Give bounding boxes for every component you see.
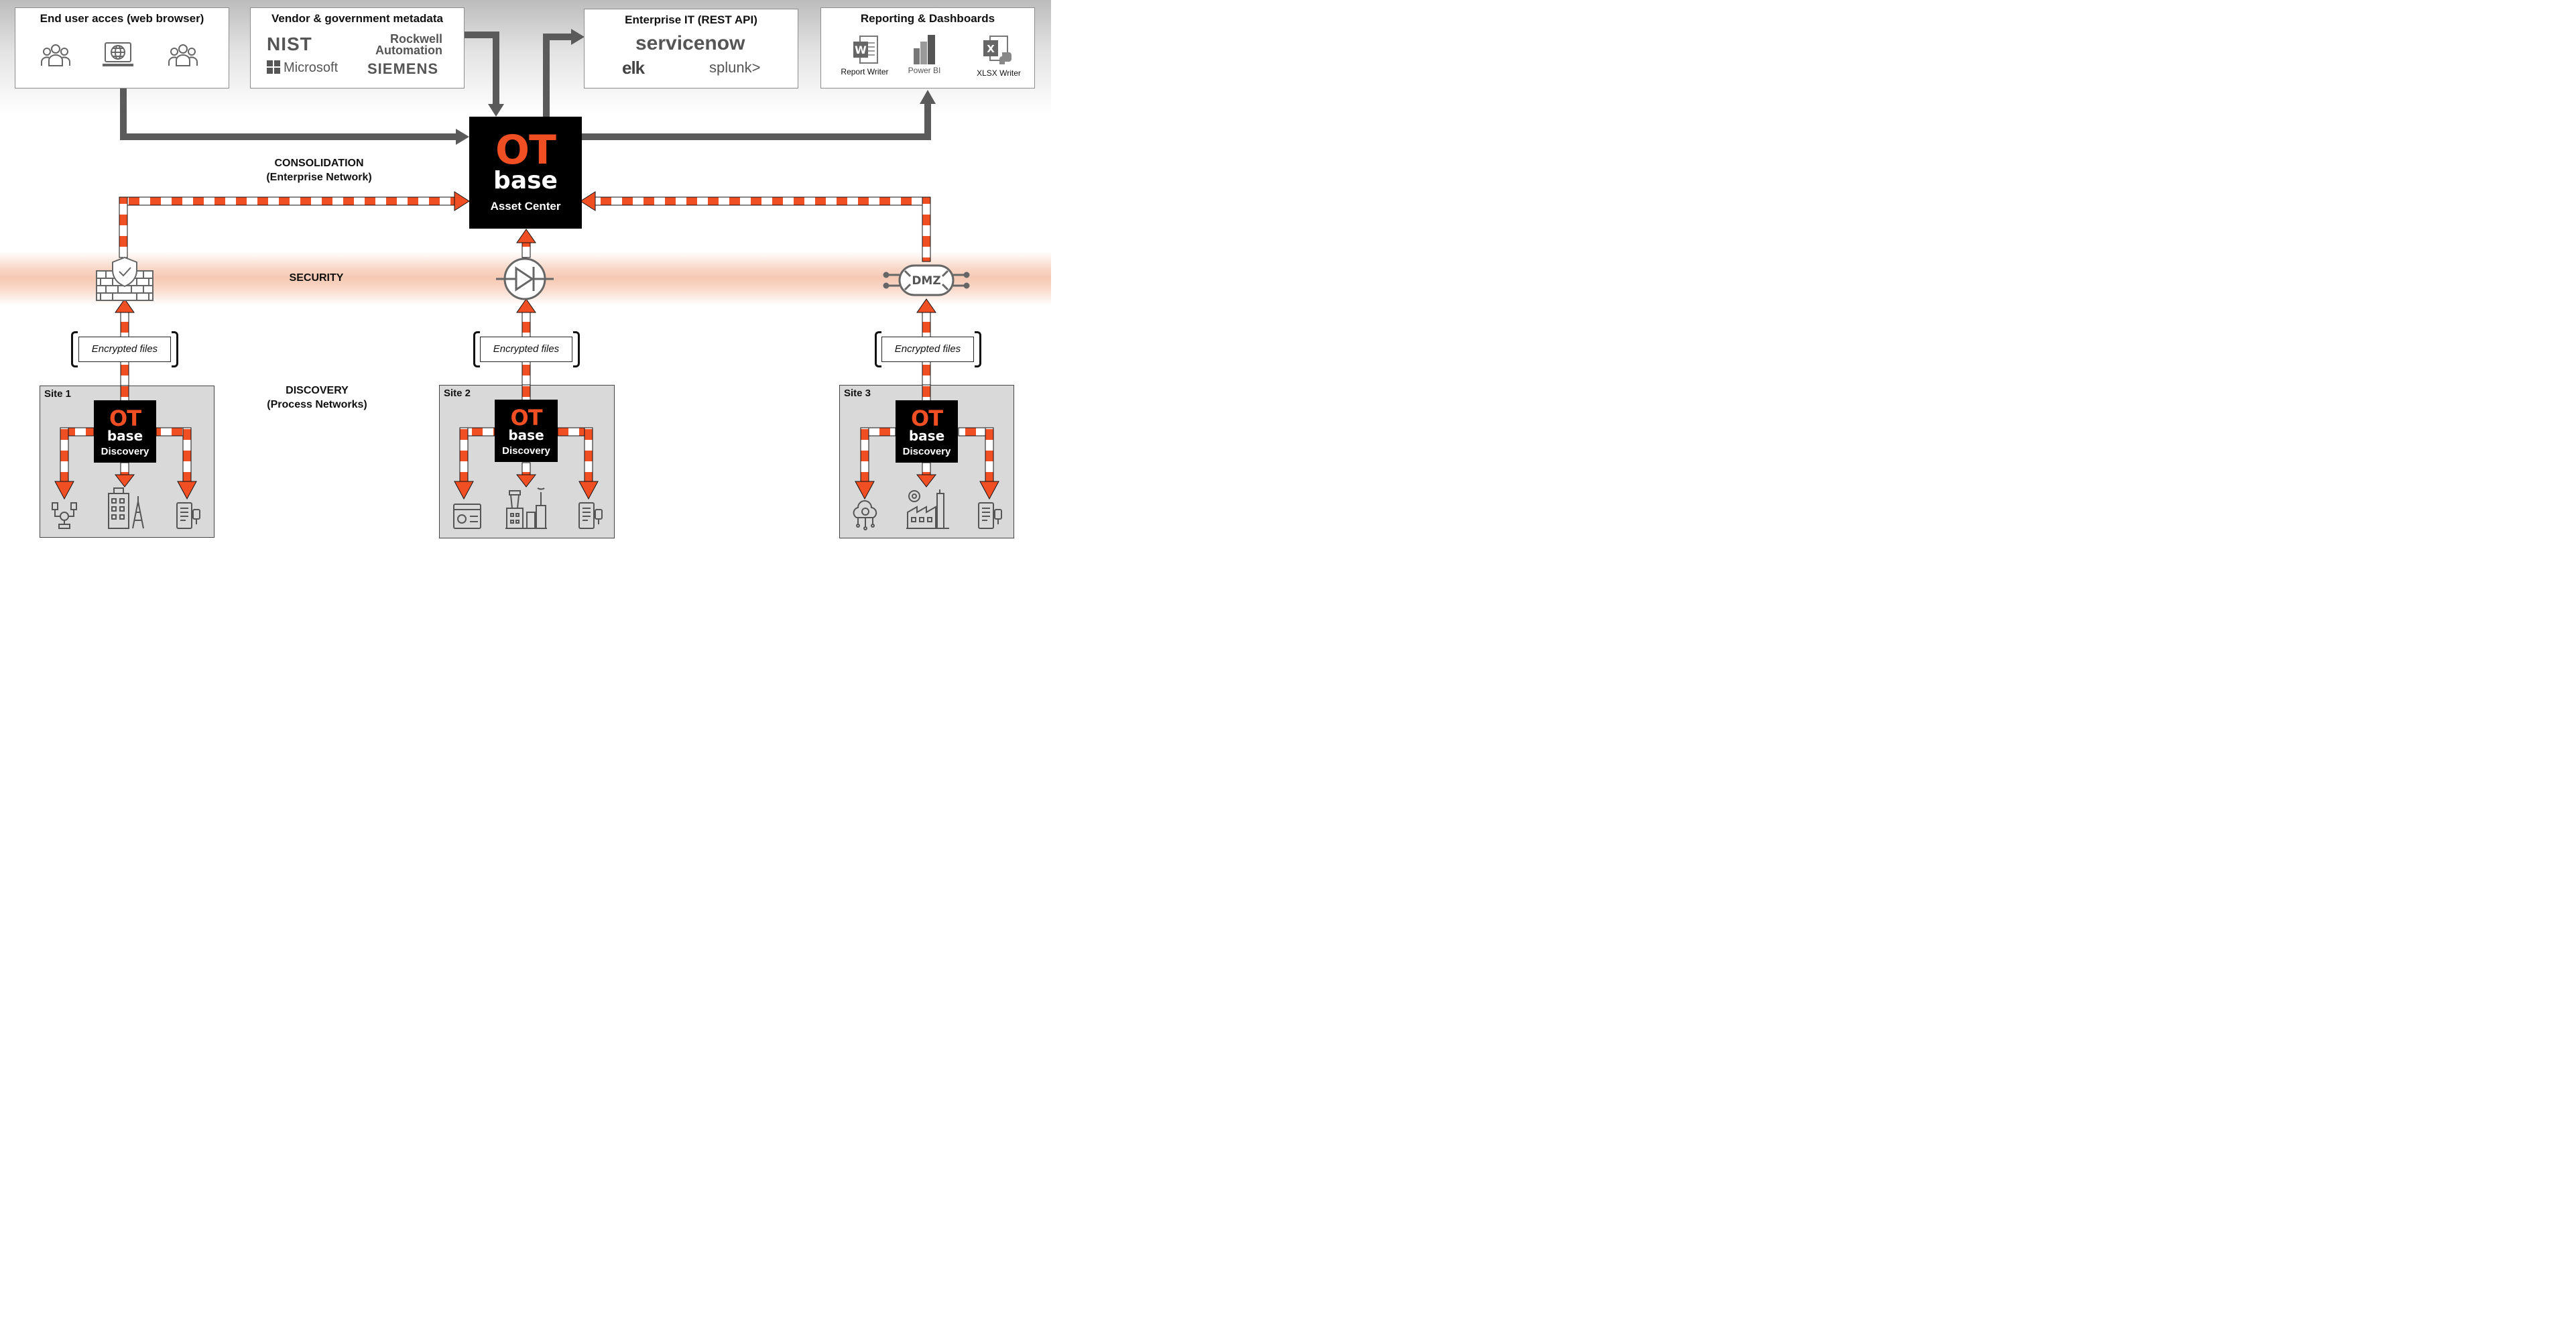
discovery-subtitle: (Process Networks) xyxy=(267,399,367,410)
assetcenter-to-reporting-arrow xyxy=(582,104,931,140)
elk-logo: elk xyxy=(622,58,645,78)
encrypted-connectors xyxy=(119,196,931,401)
discovery-title: DISCOVERY xyxy=(286,385,349,396)
microsoft-logo: Microsoft xyxy=(267,60,338,76)
firewall-icon xyxy=(96,256,154,301)
site-1-ot-logo: OT xyxy=(109,406,141,431)
gray-arrowheads xyxy=(456,29,936,145)
bracket-left xyxy=(473,331,480,367)
nist-logo: NIST xyxy=(267,34,312,54)
site-connectors-overlay xyxy=(54,384,999,500)
site-1-base-logo: base xyxy=(107,428,143,444)
asset-center-label: Asset Center xyxy=(490,200,561,213)
robot-arm-icon xyxy=(52,502,77,529)
svg-text:DMZ: DMZ xyxy=(912,274,940,288)
rockwell-logo: Rockwell Automation xyxy=(362,32,442,57)
encrypted-files-label-site1: Encrypted files xyxy=(78,337,171,362)
xlsx-python-icon: X xyxy=(983,36,1011,64)
consolidation-label: CONSOLIDATION (Enterprise Network) xyxy=(245,156,393,184)
controller-device-icon xyxy=(176,502,200,529)
industrial-plant-icon xyxy=(505,487,547,529)
encrypted-files-label-site2: Encrypted files xyxy=(480,337,572,362)
settings-window-icon xyxy=(453,504,481,529)
enterprise-it-box: Enterprise IT (REST API) servicenow elk … xyxy=(584,9,798,89)
assetcenter-to-enterprise-arrow xyxy=(543,34,571,117)
site-2-base-logo: base xyxy=(508,427,544,443)
cloud-network-icon xyxy=(853,500,877,530)
security-label: SECURITY xyxy=(289,272,344,284)
asset-center-base-logo: base xyxy=(493,167,558,194)
report-writer-label: Report Writer xyxy=(841,67,889,76)
encrypted-files-label-site3: Encrypted files xyxy=(881,337,974,362)
data-diode-icon xyxy=(496,257,554,300)
rockwell-line-2: Automation xyxy=(375,44,442,57)
vendor-to-assetcenter-arrow xyxy=(465,32,499,104)
enduser-to-assetcenter-arrow xyxy=(120,89,456,140)
site-3-discovery-label: Discovery xyxy=(902,446,951,457)
asset-center-ot-logo: OT xyxy=(495,127,556,174)
consolidation-title: CONSOLIDATION xyxy=(274,158,364,169)
site-2-discovery-label: Discovery xyxy=(502,445,550,457)
users-icon xyxy=(168,44,198,66)
splunk-logo: splunk> xyxy=(709,59,761,76)
svg-text:X: X xyxy=(987,43,995,55)
end-user-box: End user acces (web browser) xyxy=(15,7,229,89)
bracket-right xyxy=(172,331,178,367)
siemens-logo: SIEMENS xyxy=(367,60,439,77)
site-3-discovery-block: OT base Discovery xyxy=(896,400,958,463)
controller-device-icon xyxy=(978,502,1002,529)
site-1-discovery-label: Discovery xyxy=(101,446,149,457)
end-user-title: End user acces (web browser) xyxy=(40,12,204,25)
dmz-icon: DMZ xyxy=(883,264,970,296)
servicenow-logo: servicenow xyxy=(635,32,745,54)
rockwell-line-1: Rockwell xyxy=(389,32,442,46)
power-bi-label: Power BI xyxy=(908,66,941,75)
reporting-title: Reporting & Dashboards xyxy=(860,12,995,25)
gray-arrows xyxy=(120,32,931,140)
factory-building-icon xyxy=(108,487,144,529)
vendor-metadata-box: Vendor & government metadata NIST Rockwe… xyxy=(250,7,465,89)
controller-device-icon xyxy=(578,502,603,529)
vendor-metadata-title: Vendor & government metadata xyxy=(271,12,443,25)
users-icon xyxy=(41,44,70,66)
bracket-left xyxy=(875,331,881,367)
microsoft-squares-icon xyxy=(267,60,280,74)
enterprise-it-title: Enterprise IT (REST API) xyxy=(625,13,757,26)
microsoft-text: Microsoft xyxy=(284,60,339,75)
word-document-icon: W xyxy=(853,36,878,64)
bracket-right xyxy=(573,331,580,367)
bracket-left xyxy=(71,331,78,367)
asset-center-block: OT base Asset Center xyxy=(469,117,582,229)
reporting-box: Reporting & Dashboards W Report Writer P… xyxy=(820,7,1035,89)
power-bi-icon xyxy=(914,35,935,64)
site-2-ot-logo: OT xyxy=(510,405,542,430)
discovery-label: DISCOVERY (Process Networks) xyxy=(243,384,391,412)
web-browser-icon xyxy=(103,42,133,66)
site-3-ot-logo: OT xyxy=(910,406,943,431)
consolidation-subtitle: (Enterprise Network) xyxy=(266,172,372,183)
site-1-discovery-block: OT base Discovery xyxy=(94,400,156,463)
xlsx-writer-label: XLSX Writer xyxy=(977,68,1021,78)
architecture-diagram: End user acces (web browser) Vendor & go… xyxy=(0,0,1051,547)
site-3-label: Site 3 xyxy=(844,388,871,399)
bracket-right xyxy=(975,331,981,367)
factory-gear-icon xyxy=(906,489,949,529)
orange-arrowheads xyxy=(115,191,936,313)
site-1-label: Site 1 xyxy=(44,388,72,400)
site-2-discovery-block: OT base Discovery xyxy=(495,400,558,462)
site-2-label: Site 2 xyxy=(444,388,471,399)
site-3-base-logo: base xyxy=(908,428,945,444)
svg-text:W: W xyxy=(855,44,867,56)
